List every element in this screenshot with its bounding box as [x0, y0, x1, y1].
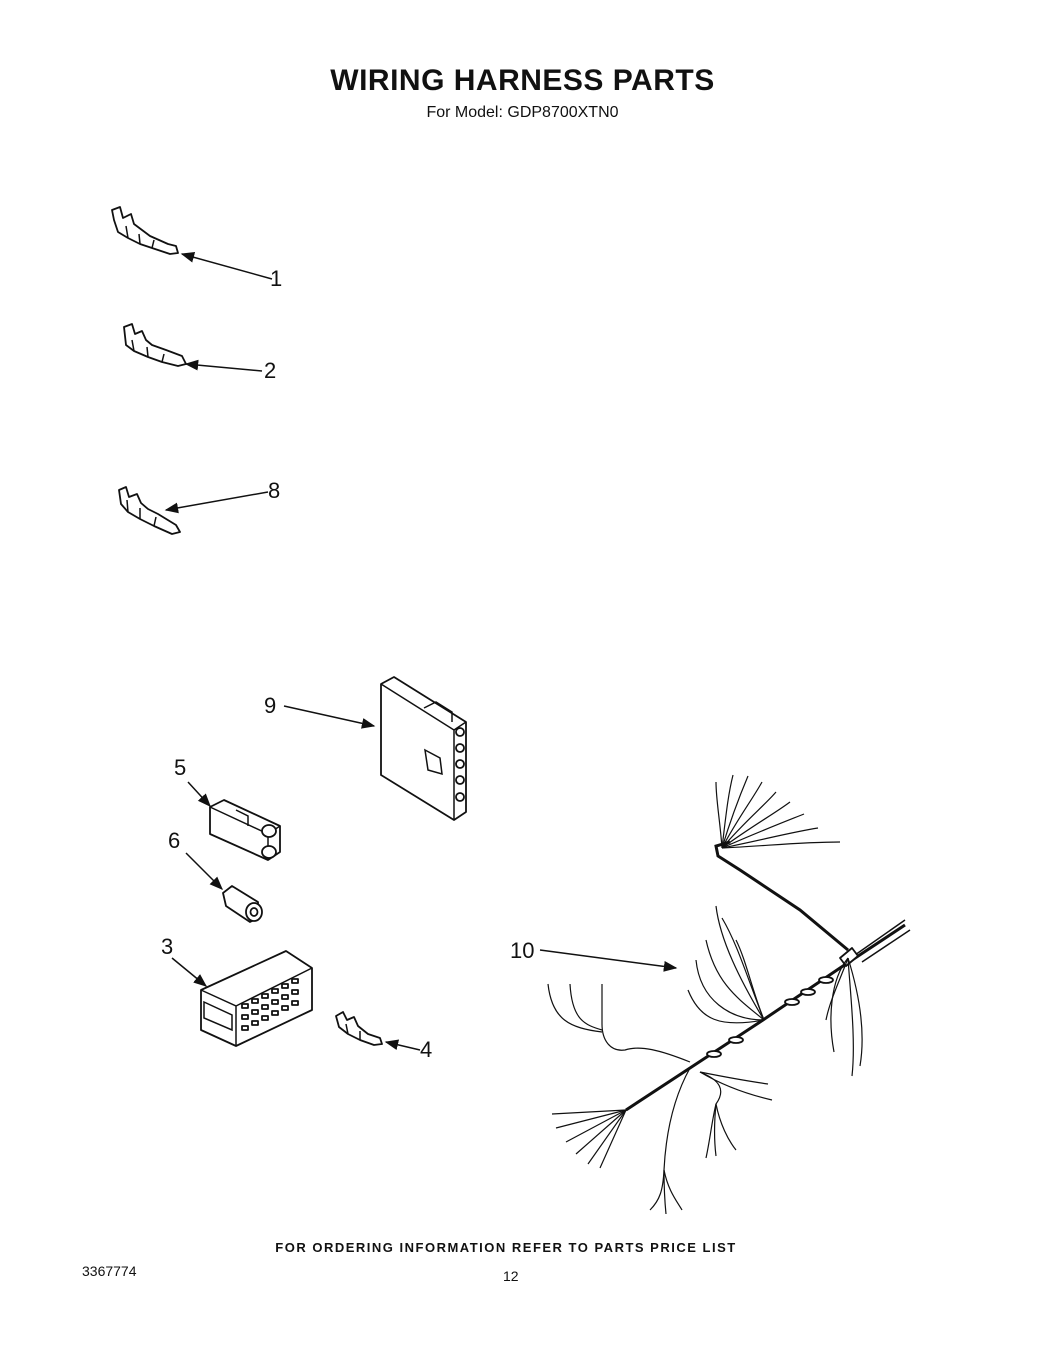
callout-3: 3 [161, 934, 173, 959]
left-hook-wires [547, 983, 691, 1063]
bottom-center-wires [649, 1067, 691, 1215]
callout-10: 10 [510, 938, 534, 963]
top-fan-wires [715, 774, 841, 849]
right-drop-wires [825, 957, 863, 1077]
bottom-right-wires [699, 1071, 773, 1159]
page-title: WIRING HARNESS PARTS [330, 64, 715, 97]
leader-2 [184, 359, 263, 372]
callout-5: 5 [174, 755, 186, 780]
callout-9: 9 [264, 693, 276, 718]
part-1-terminal [111, 206, 179, 255]
leader-8 [164, 491, 269, 514]
part-3-multi-cavity-housing [200, 950, 313, 1047]
part-10-wiring-harness [547, 774, 911, 1215]
part-8-terminal [118, 486, 181, 535]
part-2-terminal [123, 323, 187, 367]
bottom-left-fan-wires [551, 1109, 627, 1169]
callout-2: 2 [264, 358, 276, 383]
model-subtitle: For Model: GDP8700XTN0 [426, 104, 619, 121]
callout-1: 1 [270, 266, 282, 291]
leader-4 [384, 1039, 421, 1051]
part-9-connector-block [380, 676, 467, 821]
part-6-splice [222, 885, 263, 923]
leader-5 [187, 781, 211, 807]
cavity-grid [241, 978, 299, 1031]
callout-4: 4 [420, 1037, 432, 1062]
part-5-housing [209, 799, 281, 861]
leader-3 [171, 957, 208, 987]
leader-1 [180, 252, 273, 280]
document-number: 3367774 [82, 1263, 137, 1279]
ordering-info-note: FOR ORDERING INFORMATION REFER TO PARTS … [275, 1240, 737, 1255]
callout-6: 6 [168, 828, 180, 853]
part-4-terminal [335, 1011, 383, 1046]
leader-9 [283, 705, 376, 729]
middle-fan-wires [687, 905, 765, 1024]
callout-8: 8 [268, 478, 280, 503]
page-number: 12 [503, 1268, 519, 1284]
leader-6 [185, 852, 223, 890]
leader-10 [539, 949, 678, 972]
harness-sleeves [706, 976, 834, 1058]
